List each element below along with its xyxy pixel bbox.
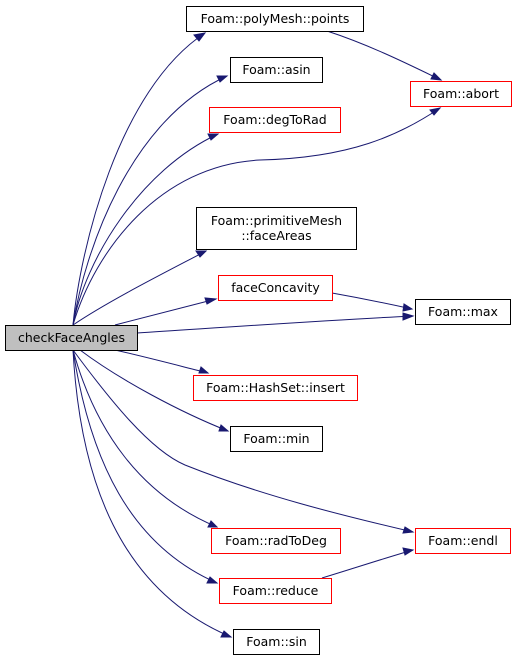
edge-checkFaceAngles-to-faceConcavity bbox=[114, 297, 218, 326]
node-endl[interactable]: Foam::endl bbox=[415, 528, 511, 554]
edge-checkFaceAngles-to-min bbox=[79, 349, 230, 432]
node-box bbox=[209, 107, 341, 133]
edge-line bbox=[331, 292, 413, 310]
node-label: Foam::degToRad bbox=[223, 112, 326, 127]
node-insert[interactable]: Foam::HashSet::insert bbox=[193, 375, 358, 401]
edge-line bbox=[326, 30, 442, 81]
arrowhead-icon bbox=[198, 366, 210, 374]
node-label: Foam::abort bbox=[423, 86, 499, 101]
edge-line bbox=[72, 133, 219, 326]
arrowhead-icon bbox=[206, 576, 219, 584]
node-box bbox=[410, 81, 512, 107]
node-label: Foam::primitiveMesh bbox=[211, 213, 342, 228]
node-label: faceConcavity bbox=[231, 280, 320, 295]
node-faceConcavity[interactable]: faceConcavity bbox=[218, 275, 333, 301]
node-label: Foam::radToDeg bbox=[225, 533, 327, 548]
edge-checkFaceAngles-to-asin bbox=[72, 75, 229, 326]
node-degToRad[interactable]: Foam::degToRad bbox=[209, 107, 341, 133]
edge-line bbox=[114, 349, 209, 374]
node-label: ::faceAreas bbox=[241, 228, 311, 243]
node-box bbox=[218, 275, 333, 301]
arrowhead-icon bbox=[195, 250, 208, 258]
node-box bbox=[230, 426, 323, 452]
node-min[interactable]: Foam::min bbox=[230, 426, 323, 452]
edge-checkFaceAngles-to-endl bbox=[72, 349, 415, 534]
arrowhead-icon bbox=[430, 72, 443, 81]
arrowhead-icon bbox=[204, 297, 218, 305]
arrowhead-icon bbox=[220, 630, 233, 638]
node-radToDeg[interactable]: Foam::radToDeg bbox=[211, 528, 341, 554]
edge-line bbox=[321, 549, 414, 579]
edge-line bbox=[72, 32, 206, 326]
edge-line bbox=[72, 349, 414, 533]
edge-checkFaceAngles-to-max bbox=[136, 312, 415, 334]
edge-line bbox=[72, 349, 218, 528]
node-label: Foam::reduce bbox=[233, 583, 319, 598]
arrowhead-icon bbox=[218, 424, 230, 432]
edge-reduce-to-endl bbox=[321, 547, 415, 579]
edge-checkFaceAngles-to-sin bbox=[72, 349, 233, 638]
edge-points-to-abort bbox=[326, 30, 443, 81]
node-box bbox=[233, 629, 320, 655]
arrowhead-icon bbox=[402, 303, 414, 312]
node-faceAreas[interactable]: Foam::primitiveMesh::faceAreas bbox=[196, 207, 357, 250]
edge-line bbox=[72, 250, 207, 326]
edge-line bbox=[72, 107, 441, 326]
node-label: checkFaceAngles bbox=[18, 330, 125, 345]
arrowhead-icon bbox=[193, 32, 207, 42]
edge-line bbox=[79, 349, 229, 432]
node-reduce[interactable]: Foam::reduce bbox=[219, 578, 332, 604]
arrowhead-icon bbox=[207, 520, 219, 528]
edge-line bbox=[114, 298, 217, 326]
node-box bbox=[230, 57, 323, 83]
node-box bbox=[196, 207, 357, 250]
edge-checkFaceAngles-to-degToRad bbox=[72, 133, 220, 326]
node-points[interactable]: Foam::polyMesh::points bbox=[186, 6, 364, 32]
node-abort[interactable]: Foam::abort bbox=[410, 81, 512, 107]
edge-checkFaceAngles-to-faceAreas bbox=[72, 250, 208, 326]
node-max[interactable]: Foam::max bbox=[415, 299, 511, 325]
edge-line bbox=[136, 315, 414, 334]
node-label: Foam::HashSet::insert bbox=[206, 380, 345, 395]
edge-checkFaceAngles-to-insert bbox=[114, 349, 210, 374]
node-box bbox=[186, 6, 364, 32]
node-box bbox=[415, 528, 511, 554]
edge-checkFaceAngles-to-points bbox=[72, 32, 207, 326]
edge-line bbox=[72, 75, 228, 326]
node-box bbox=[193, 375, 358, 401]
edge-checkFaceAngles-to-reduce bbox=[72, 349, 219, 584]
node-label: Foam::sin bbox=[246, 634, 307, 649]
edge-checkFaceAngles-to-abort bbox=[72, 107, 442, 326]
edge-line bbox=[72, 349, 218, 584]
node-checkFaceAngles[interactable]: checkFaceAngles bbox=[5, 325, 138, 351]
arrowhead-icon bbox=[216, 75, 229, 83]
node-box bbox=[219, 578, 332, 604]
node-box bbox=[415, 299, 511, 325]
node-label: Foam::max bbox=[428, 304, 498, 319]
arrowhead-icon bbox=[402, 547, 415, 556]
edge-line bbox=[72, 349, 232, 638]
node-box bbox=[5, 325, 138, 351]
node-sin[interactable]: Foam::sin bbox=[233, 629, 320, 655]
node-box bbox=[211, 528, 341, 554]
edge-faceConcavity-to-max bbox=[331, 292, 414, 312]
arrowhead-icon bbox=[402, 312, 415, 321]
arrowhead-icon bbox=[429, 107, 442, 116]
node-label: Foam::endl bbox=[428, 533, 498, 548]
edge-checkFaceAngles-to-radToDeg bbox=[72, 349, 219, 528]
node-asin[interactable]: Foam::asin bbox=[230, 57, 323, 83]
arrowhead-icon bbox=[402, 526, 415, 534]
node-label: Foam::min bbox=[243, 431, 309, 446]
arrowhead-icon bbox=[207, 133, 220, 141]
node-label: Foam::polyMesh::points bbox=[201, 11, 350, 26]
node-label: Foam::asin bbox=[242, 62, 310, 77]
